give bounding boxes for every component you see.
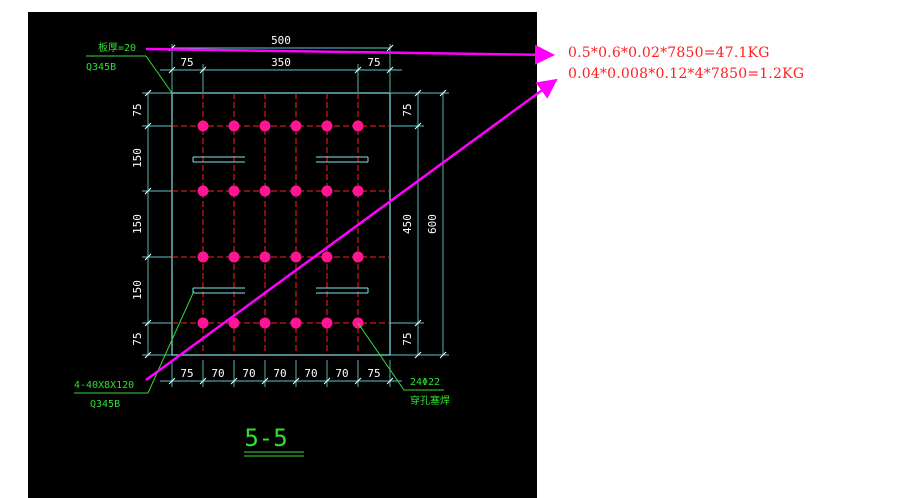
bolt-hole (321, 317, 333, 329)
leader-lines (74, 55, 444, 394)
bolt-hole (197, 251, 209, 263)
bolt-hole (259, 317, 271, 329)
dim-bottom-7: 75 (367, 367, 380, 380)
dim-left-3: 150 (131, 214, 144, 234)
dim-bottom-4: 70 (273, 367, 286, 380)
bolt-hole (290, 120, 302, 132)
bolt-holes (197, 120, 364, 329)
arrow-stiffener-to-calc (145, 78, 558, 382)
bolt-hole (321, 120, 333, 132)
dimension-ticks (144, 44, 447, 385)
dim-right-total: 600 (426, 214, 439, 234)
plate-outline (171, 92, 391, 356)
bolt-count-label: 24Φ22 (410, 377, 440, 388)
stiffener-material-label: Q345B (90, 399, 120, 410)
bolt-hole (197, 185, 209, 197)
dim-top-right: 75 (367, 56, 380, 69)
bolt-hole (228, 251, 240, 263)
dim-right-top: 75 (401, 103, 414, 116)
stiffener-top-right (316, 156, 369, 163)
dim-bottom-6: 70 (335, 367, 348, 380)
bolt-hole (352, 120, 364, 132)
bolt-hole (228, 317, 240, 329)
bolt-hole (290, 185, 302, 197)
bolt-hole (197, 317, 209, 329)
dim-left-2: 150 (131, 148, 144, 168)
callout-arrows (145, 44, 558, 382)
dim-bottom-5: 70 (304, 367, 317, 380)
bolt-hole (228, 185, 240, 197)
stiffener-top-left (192, 156, 245, 163)
bolt-hole (228, 120, 240, 132)
annotation-texts: 板厚=20 Q345B 4-40X8X120 Q345B 24Φ22 穿孔塞焊 (74, 41, 450, 410)
stiffener-weight-calculation: 0.04*0.008*0.12*4*7850=1.2KG (568, 66, 805, 82)
bolt-hole (290, 317, 302, 329)
plate-thickness-label: 板厚=20 (98, 41, 136, 54)
dim-bottom-1: 75 (180, 367, 193, 380)
plate-weight-calculation: 0.5*0.6*0.02*7850=47.1KG (568, 45, 770, 61)
bolt-hole (259, 251, 271, 263)
dim-top-middle: 350 (271, 56, 291, 69)
bolt-note-label: 穿孔塞焊 (410, 394, 450, 407)
dimension-texts: 500 75 350 75 75 150 150 150 75 75 450 7… (131, 34, 439, 380)
dimension-lines (142, 44, 449, 387)
stiffener-bottom-left (192, 287, 245, 294)
bolt-hole (352, 251, 364, 263)
arrow-plate-to-calc (145, 44, 555, 65)
bolt-hole (259, 185, 271, 197)
dim-bottom-3: 70 (242, 367, 255, 380)
stiffener-symbols (192, 156, 369, 294)
dim-bottom-2: 70 (211, 367, 224, 380)
bolt-hole (321, 251, 333, 263)
section-title: 5-5 (244, 424, 287, 452)
stiffener-spec-label: 4-40X8X120 (74, 380, 134, 391)
bolt-hole (352, 185, 364, 197)
section-title-group: 5-5 (244, 424, 304, 457)
bolt-hole (290, 251, 302, 263)
stiffener-bottom-right (316, 287, 369, 294)
bolt-hole (197, 120, 209, 132)
plate-material-label: Q345B (86, 62, 116, 73)
dim-left-1: 75 (131, 103, 144, 116)
dim-right-bottom: 75 (401, 332, 414, 345)
bolt-hole (321, 185, 333, 197)
dim-top-total: 500 (271, 34, 291, 47)
dim-right-middle: 450 (401, 214, 414, 234)
dim-left-5: 75 (131, 332, 144, 345)
bolt-hole (259, 120, 271, 132)
dim-top-left: 75 (180, 56, 193, 69)
dim-left-4: 150 (131, 280, 144, 300)
